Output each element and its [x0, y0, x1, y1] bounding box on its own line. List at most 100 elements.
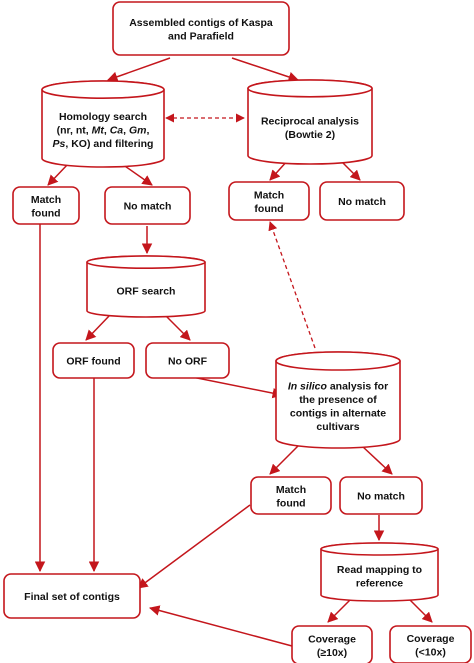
arrow-match-found-3-to-final — [137, 504, 251, 589]
node-label-line: found — [276, 497, 305, 509]
node-label-line: No match — [124, 201, 172, 213]
node-label-line: No ORF — [168, 356, 208, 368]
cylinder-top — [275, 351, 401, 371]
italic-text: In silico — [288, 381, 328, 393]
arrow-orf-search-to-orf-found — [85, 314, 111, 341]
node-label-line: Read mapping to — [337, 564, 422, 576]
node-label: Coverage(<10x) — [407, 633, 455, 659]
node-label-line: Coverage — [308, 633, 356, 645]
node-label-line: Match — [254, 189, 284, 201]
arrow-homology-to-match-found — [47, 163, 69, 186]
node-box — [291, 625, 373, 663]
text-segment: contigs in alternate — [290, 408, 386, 420]
node-label-line: No match — [357, 491, 405, 503]
node-homology: Homology search(nr, nt, Mt, Ca, Gm,Ps, K… — [41, 80, 165, 168]
node-no-match-1: No match — [104, 186, 191, 225]
text-segment: cultivars — [316, 421, 359, 433]
node-no-match-2: No match — [319, 181, 405, 221]
arrow-read-mapping-to-coverage-low — [407, 597, 433, 623]
text-segment: , — [123, 125, 129, 137]
italic-text: Mt — [92, 125, 105, 137]
node-coverage-low: Coverage(<10x) — [389, 625, 472, 663]
node-label-line: ORF search — [117, 285, 176, 297]
node-label-line: reference — [356, 578, 403, 590]
node-label-line: the presence of — [299, 394, 377, 406]
node-box — [12, 186, 80, 225]
node-box — [52, 342, 135, 379]
node-label-line: Reciprocal analysis — [261, 116, 359, 128]
cylinder-top — [247, 79, 373, 98]
node-label: ORF found — [66, 356, 120, 368]
node-label: Homology search(nr, nt, Mt, Ca, Gm,Ps, K… — [53, 111, 154, 150]
node-label: No match — [338, 196, 386, 208]
node-box — [228, 181, 310, 221]
node-box — [145, 342, 230, 379]
node-label-line: Homology search — [59, 111, 147, 123]
node-label: ORF search — [117, 285, 176, 297]
node-box — [250, 476, 332, 515]
arrow-assembled-to-reciprocal — [231, 57, 299, 82]
node-label-line: Assembled contigs of Kaspa — [129, 17, 273, 29]
arrow-homology-to-no-match — [121, 163, 153, 186]
node-box — [3, 573, 141, 619]
text-segment: , KO) and filtering — [65, 138, 153, 150]
italic-text: Ps — [53, 138, 66, 150]
node-label: Reciprocal analysis(Bowtie 2) — [261, 116, 359, 142]
arrow-insilico-to-no-match — [361, 445, 393, 475]
text-segment: , — [146, 125, 149, 137]
node-final: Final set of contigs — [3, 573, 141, 619]
node-label-line: and Parafield — [168, 30, 234, 42]
cylinder-top — [41, 80, 165, 100]
text-segment: the presence of — [299, 394, 377, 406]
text-segment: analysis for — [327, 381, 388, 393]
arrow-assembled-to-homology — [107, 57, 171, 82]
node-orf-found: ORF found — [52, 342, 135, 379]
arrow-coverage-high-to-final — [148, 605, 293, 647]
italic-text: Gm — [129, 125, 147, 137]
node-box — [112, 1, 290, 56]
node-label-line: cultivars — [316, 421, 359, 433]
cylinder-top — [86, 255, 206, 269]
node-label-line: (Bowtie 2) — [285, 129, 335, 141]
node-label-line: (≥10x) — [317, 647, 347, 659]
node-label-line: Ps, KO) and filtering — [53, 138, 154, 150]
italic-text: Ca — [110, 125, 124, 137]
node-label: No ORF — [168, 356, 208, 368]
node-coverage-high: Coverage (≥10x) — [291, 625, 373, 663]
node-label-line: found — [31, 207, 60, 219]
node-box — [339, 476, 423, 515]
node-reciprocal: Reciprocal analysis(Bowtie 2) — [247, 79, 373, 165]
arrow-no-orf-to-insilico — [191, 376, 284, 399]
node-label: Coverage (≥10x) — [308, 633, 356, 659]
node-no-orf: No ORF — [145, 342, 230, 379]
arrow-insilico-to-reciprocal-match — [268, 221, 316, 349]
node-read-mapping: Read mapping to reference — [320, 542, 439, 602]
node-label: No match — [357, 491, 405, 503]
cylinder-top — [320, 542, 439, 556]
node-box — [389, 625, 472, 663]
node-label-line: Coverage — [407, 633, 455, 645]
node-label-line: ORF found — [66, 356, 120, 368]
node-label: Read mapping to reference — [337, 564, 422, 590]
node-label: Final set of contigs — [24, 591, 120, 603]
node-label-line: Final set of contigs — [24, 591, 120, 603]
arrow-orf-search-to-no-orf — [164, 314, 191, 341]
node-no-match-3: No match — [339, 476, 423, 515]
node-box — [104, 186, 191, 225]
node-orf-search: ORF search — [86, 255, 206, 318]
node-box — [319, 181, 405, 221]
node-label-line: Match — [31, 194, 61, 206]
arrow-insilico-to-match-found — [269, 445, 299, 475]
